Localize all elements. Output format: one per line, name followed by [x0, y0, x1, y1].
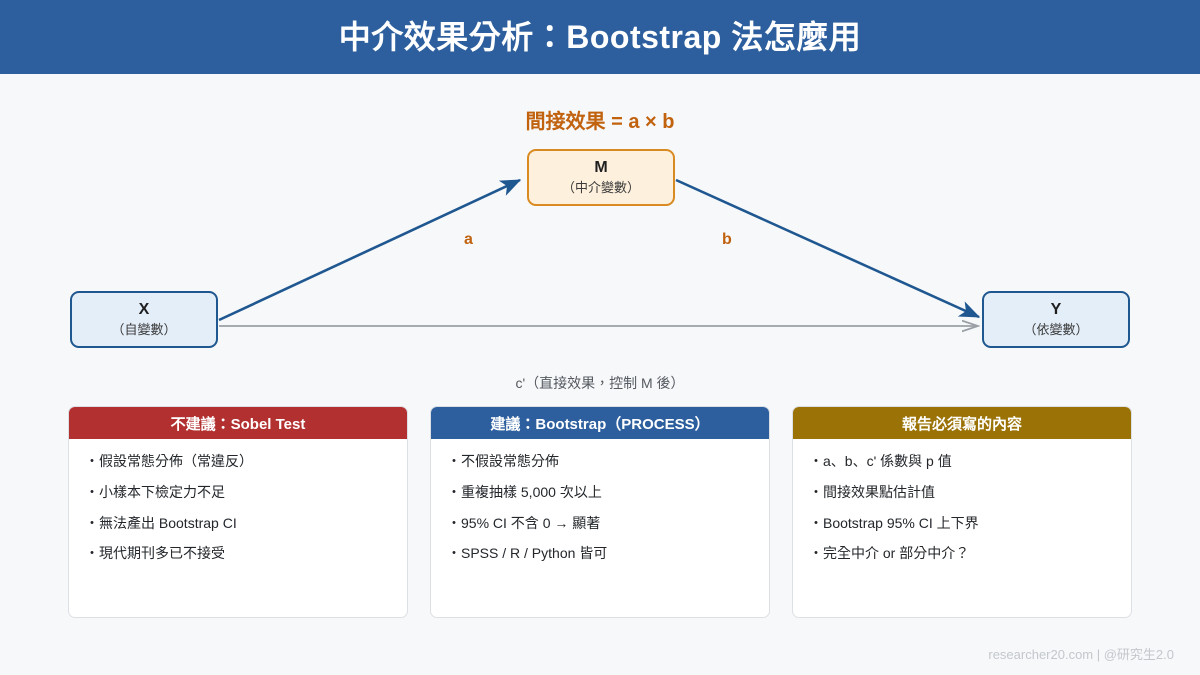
node-mediator-key: M	[594, 159, 608, 177]
list-item: 現代期刊多已不接受	[85, 545, 391, 562]
page-title: 中介效果分析：Bootstrap 法怎麼用	[338, 19, 862, 55]
arrow-path-a	[218, 178, 522, 322]
card-sobel-test-body: 假設常態分佈（常違反） 小樣本下檢定力不足 無法產出 Bootstrap CI …	[69, 439, 407, 617]
indirect-effect-label: 間接效果 = a × b	[525, 111, 675, 133]
card-bootstrap-process-header: 建議：Bootstrap（PROCESS）	[431, 407, 769, 439]
list-item: 間接效果點估計值	[809, 484, 1115, 501]
direct-effect-label: c'（直接效果，控制 M 後）	[515, 375, 685, 391]
list-item: 完全中介 or 部分中介？	[809, 545, 1115, 562]
path-label-b: b	[722, 231, 732, 248]
card-bootstrap-process-body: 不假設常態分佈 重複抽樣 5,000 次以上 95% CI 不含 0 → 顯著 …	[431, 439, 769, 617]
node-dependent-key: Y	[1050, 301, 1062, 319]
list-item: 不假設常態分佈	[447, 453, 753, 470]
header-bar: 中介效果分析：Bootstrap 法怎麼用	[0, 0, 1200, 74]
list-item: 無法產出 Bootstrap CI	[85, 515, 391, 532]
node-dependent-sublabel: （依變數）	[1023, 322, 1089, 338]
node-mediator-sublabel: （中介變數）	[561, 180, 640, 196]
list-item: 假設常態分佈（常違反）	[85, 453, 391, 470]
footer-attribution: researcher20.com | @研究生2.0	[988, 647, 1174, 662]
arrow-path-b	[675, 178, 981, 319]
list-item: Bootstrap 95% CI 上下界	[809, 515, 1115, 532]
card-sobel-test-header: 不建議：Sobel Test	[69, 407, 407, 439]
node-mediator[interactable]: M （中介變數）	[527, 149, 675, 206]
node-independent[interactable]: X （自變數）	[70, 291, 218, 348]
diagram-arrows-layer	[218, 178, 981, 398]
card-bootstrap-process: 建議：Bootstrap（PROCESS） 不假設常態分佈 重複抽樣 5,000…	[430, 406, 770, 618]
card-reporting-requirements: 報告必須寫的內容 a、b、c' 係數與 p 值 間接效果點估計值 Bootstr…	[792, 406, 1132, 618]
list-item: a、b、c' 係數與 p 值	[809, 453, 1115, 470]
path-label-a: a	[464, 231, 473, 248]
list-item: SPSS / R / Python 皆可	[447, 545, 753, 562]
node-independent-key: X	[138, 301, 150, 319]
list-item: 95% CI 不含 0 → 顯著	[447, 515, 753, 532]
card-reporting-requirements-header: 報告必須寫的內容	[793, 407, 1131, 439]
mediation-diagram: 間接效果 = a × b M （中介變數） X （自變數） Y （依變數） a …	[0, 74, 1200, 398]
list-item: 小樣本下檢定力不足	[85, 484, 391, 501]
list-item: 重複抽樣 5,000 次以上	[447, 484, 753, 501]
card-sobel-test: 不建議：Sobel Test 假設常態分佈（常違反） 小樣本下檢定力不足 無法產…	[68, 406, 408, 618]
card-reporting-requirements-body: a、b、c' 係數與 p 值 間接效果點估計值 Bootstrap 95% CI…	[793, 439, 1131, 617]
node-independent-sublabel: （自變數）	[111, 322, 177, 338]
node-dependent[interactable]: Y （依變數）	[982, 291, 1130, 348]
summary-cards: 不建議：Sobel Test 假設常態分佈（常違反） 小樣本下檢定力不足 無法產…	[0, 406, 1200, 618]
